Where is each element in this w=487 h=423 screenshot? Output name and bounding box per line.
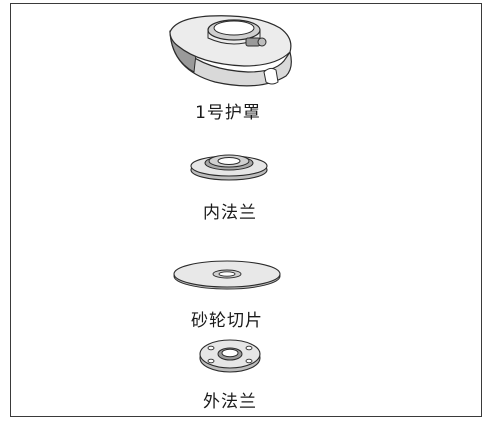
grinding-disc-label: 砂轮切片	[191, 311, 263, 331]
outer-flange-illustration	[199, 339, 261, 373]
guard-illustration	[169, 15, 292, 87]
outer-flange-label: 外法兰	[203, 392, 257, 412]
inner-flange-part	[187, 148, 271, 182]
grinding-disc-illustration	[173, 260, 281, 290]
grinding-disc-part	[172, 259, 282, 291]
inner-flange-illustration	[190, 154, 268, 181]
inner-flange-label: 内法兰	[203, 203, 257, 223]
outer-flange-part	[197, 334, 263, 374]
guard-part	[160, 10, 300, 95]
guard-label: 1号护罩	[195, 103, 261, 123]
